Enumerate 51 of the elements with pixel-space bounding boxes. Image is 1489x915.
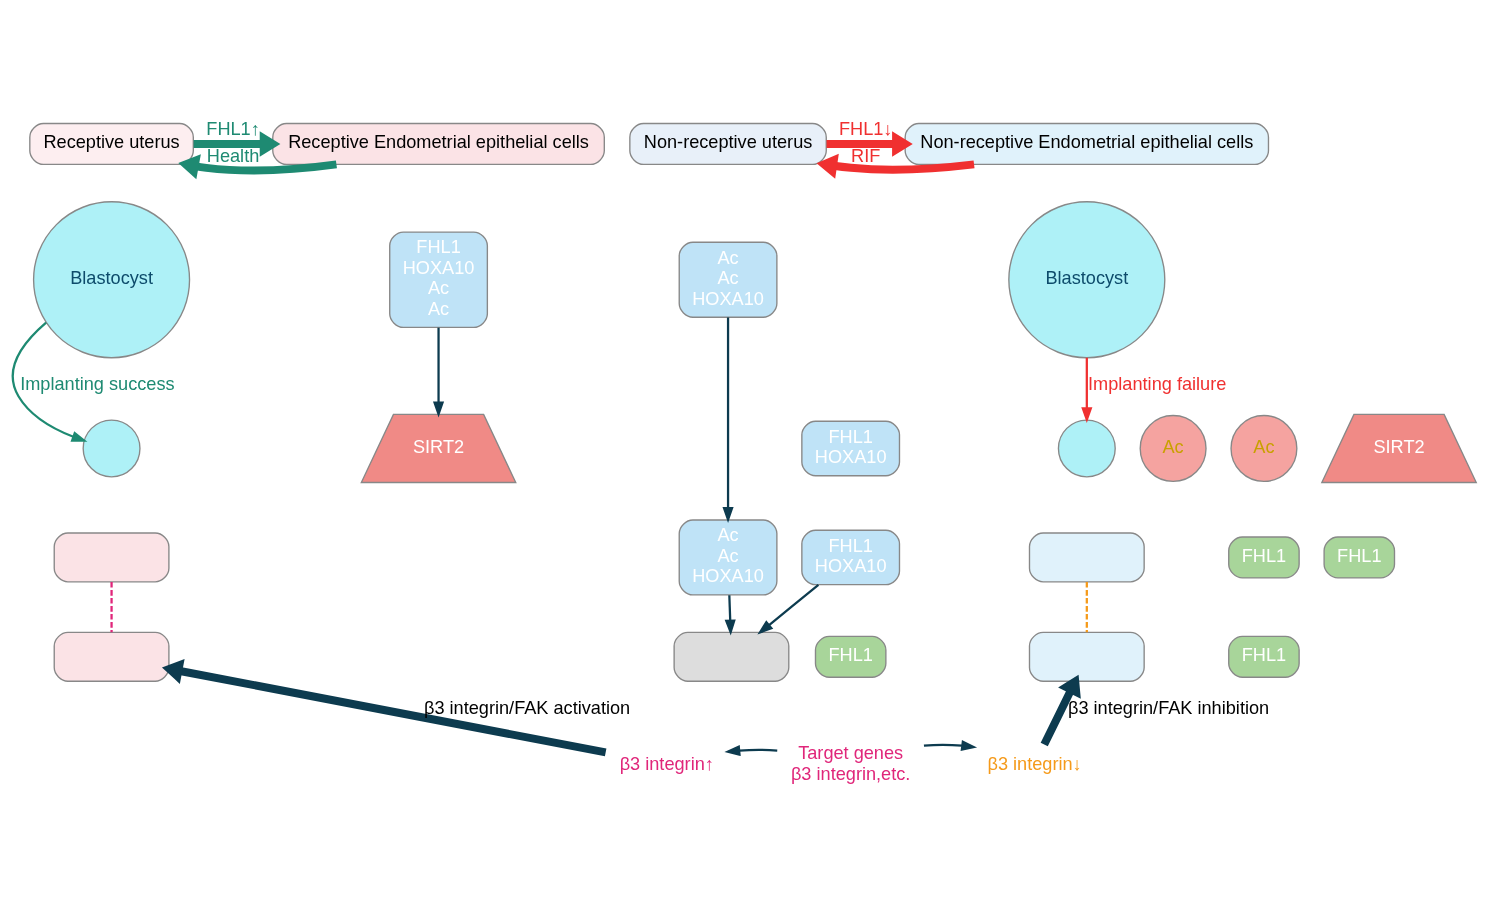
node-circle: Blastocyst (1008, 200, 1166, 358)
arrow (757, 583, 820, 634)
node-circle: Ac (1139, 414, 1207, 482)
arrow (923, 739, 978, 751)
node-box: FHL1 (814, 635, 887, 678)
node-text: Target genes β3 integrin,etc. (790, 742, 911, 784)
node-box: Ac Ac HOXA10 (678, 518, 778, 596)
node-circle (1057, 418, 1116, 477)
node-box: Ac Ac HOXA10 (678, 241, 778, 318)
arrow (816, 153, 975, 179)
node-box (673, 631, 790, 682)
arrow (11, 321, 88, 442)
arrow (826, 130, 913, 157)
connector (110, 581, 113, 632)
connector (1085, 581, 1088, 632)
arrow (722, 316, 734, 523)
arrow (1040, 674, 1081, 746)
edge-label: β3 integrin/FAK activation (423, 697, 631, 718)
arrow (193, 130, 281, 157)
arrow (724, 594, 736, 636)
node-box: FHL1 (1323, 535, 1396, 579)
arrow (1081, 357, 1093, 423)
arrow (432, 327, 445, 417)
node-box: Non-receptive Endometrial epithelial cells (904, 122, 1270, 165)
node-box (1028, 531, 1145, 583)
node-circle: Blastocyst (32, 200, 191, 358)
edge-label: RIF (851, 145, 881, 166)
node-box: FHL1 (1228, 535, 1300, 579)
node-box: FHL1 HOXA10 (801, 420, 901, 476)
edge-label: Health (206, 145, 260, 166)
node-box: FHL1 HOXA10 Ac Ac (389, 230, 489, 328)
node-box: FHL1 (1228, 635, 1300, 678)
node-text: β3 integrin↑ (619, 753, 714, 774)
edge-label: FHL1↑ (206, 118, 260, 139)
edge-label: β3 integrin/FAK inhibition (1067, 697, 1270, 718)
node-circle: Ac (1230, 414, 1298, 482)
arrow (161, 658, 607, 756)
node-box (53, 531, 170, 583)
edge-label: FHL1↓ (838, 118, 893, 139)
node-box: Receptive Endometrial epithelial cells (272, 122, 605, 165)
node-box: Non-receptive uterus (629, 122, 827, 165)
arrow (178, 153, 337, 179)
node-box: Receptive uterus (29, 122, 194, 165)
node-text: β3 integrin↓ (987, 753, 1082, 774)
node-circle (82, 418, 141, 477)
node-box (53, 631, 170, 682)
node-box: FHL1 HOXA10 (801, 529, 901, 585)
node-box (1028, 631, 1145, 682)
arrow (724, 744, 778, 756)
edge-label: Implanting failure (1088, 373, 1227, 394)
edge-label: Implanting success (20, 373, 175, 394)
